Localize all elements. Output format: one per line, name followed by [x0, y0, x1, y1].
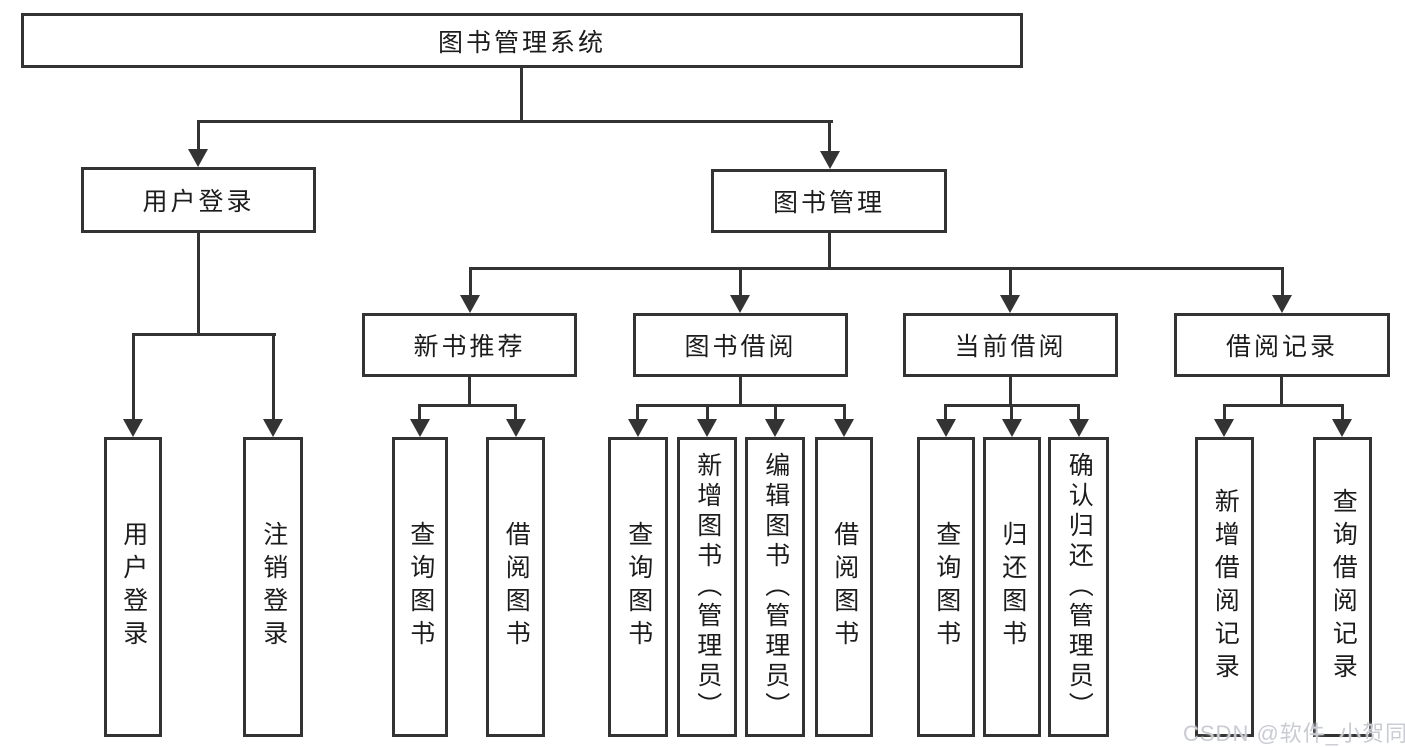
node-new-book-recommendation: 新书推荐	[362, 313, 577, 377]
connector	[520, 68, 523, 123]
arrow-down-icon	[820, 151, 840, 169]
node-query-books-borrow-label: 查询图书	[624, 521, 653, 653]
arrow-down-icon	[1214, 419, 1234, 437]
arrow-down-icon	[123, 419, 143, 437]
connector	[828, 120, 831, 154]
connector	[1223, 404, 1344, 407]
connector	[514, 404, 517, 421]
connector	[1223, 404, 1226, 421]
node-user-login-leaf: 用户登录	[104, 437, 162, 737]
connector	[706, 404, 709, 421]
arrow-down-icon	[936, 419, 956, 437]
node-return-books-label: 归还图书	[998, 521, 1027, 653]
watermark: CSDN @软件_小贺同学	[1183, 721, 1405, 746]
node-query-books-recommend: 查询图书	[392, 437, 448, 737]
node-book-borrowing-label: 图书借阅	[684, 333, 797, 361]
arrow-down-icon	[697, 419, 717, 437]
node-borrow-books-label: 借阅图书	[830, 521, 859, 653]
node-borrowing-records: 借阅记录	[1174, 313, 1390, 377]
connector	[1009, 267, 1012, 297]
arrow-down-icon	[460, 295, 480, 313]
connector	[828, 233, 831, 270]
node-add-borrow-record: 新增借阅记录	[1195, 437, 1254, 737]
node-query-books-borrow: 查询图书	[608, 437, 668, 737]
node-book-borrowing: 图书借阅	[633, 313, 848, 377]
node-edit-books-admin-label: 编辑图书（管理员）	[761, 452, 790, 722]
connector	[1281, 267, 1284, 297]
arrow-down-icon	[1272, 295, 1292, 313]
node-query-books-current: 查询图书	[917, 437, 975, 737]
arrow-down-icon	[1002, 419, 1022, 437]
arrow-down-icon	[765, 419, 785, 437]
node-query-borrow-record: 查询借阅记录	[1313, 437, 1372, 737]
node-library-system-label: 图书管理系统	[437, 28, 606, 57]
node-current-borrowing: 当前借阅	[903, 313, 1118, 377]
connector	[1009, 377, 1012, 407]
arrow-down-icon	[263, 419, 283, 437]
node-add-books-admin-label: 新增图书（管理员）	[693, 452, 722, 722]
node-user-login-label: 用户登录	[142, 188, 255, 216]
node-logout-label: 注销登录	[259, 521, 288, 653]
arrow-down-icon	[1000, 295, 1020, 313]
connector	[418, 404, 421, 421]
node-new-book-recommendation-label: 新书推荐	[413, 333, 526, 361]
connector	[739, 377, 742, 407]
arrow-down-icon	[1069, 419, 1089, 437]
arrow-down-icon	[188, 149, 208, 167]
node-book-management: 图书管理	[711, 169, 947, 233]
node-logout: 注销登录	[243, 437, 303, 737]
connector	[1077, 404, 1080, 421]
node-query-books-recommend-label: 查询图书	[406, 521, 435, 653]
connector	[272, 333, 275, 421]
connector	[1280, 377, 1283, 407]
node-query-borrow-record-label: 查询借阅记录	[1329, 488, 1358, 686]
connector	[636, 404, 846, 407]
connector	[774, 404, 777, 421]
node-add-borrow-record-label: 新增借阅记录	[1211, 488, 1240, 686]
node-user-login-leaf-label: 用户登录	[119, 521, 148, 653]
connector	[418, 404, 517, 407]
connector	[197, 233, 200, 336]
connector	[132, 333, 135, 421]
node-current-borrowing-label: 当前借阅	[954, 333, 1067, 361]
arrow-down-icon	[834, 419, 854, 437]
node-borrow-books: 借阅图书	[815, 437, 873, 737]
node-confirm-return-admin-label: 确认归还（管理员）	[1065, 452, 1094, 722]
connector	[843, 404, 846, 421]
connector	[1010, 404, 1013, 421]
node-book-management-label: 图书管理	[772, 189, 885, 217]
arrow-down-icon	[628, 419, 648, 437]
connector	[132, 333, 276, 336]
node-confirm-return-admin: 确认归还（管理员）	[1048, 437, 1109, 737]
node-query-books-current-label: 查询图书	[932, 521, 961, 653]
node-add-books-admin: 新增图书（管理员）	[677, 437, 737, 737]
arrow-down-icon	[506, 419, 526, 437]
arrow-down-icon	[1332, 419, 1352, 437]
node-return-books: 归还图书	[983, 437, 1041, 737]
arrow-down-icon	[730, 295, 750, 313]
node-edit-books-admin: 编辑图书（管理员）	[745, 437, 805, 737]
arrow-down-icon	[410, 419, 430, 437]
connector	[197, 120, 833, 123]
connector	[739, 267, 742, 297]
connector	[468, 377, 471, 407]
node-user-login: 用户登录	[81, 167, 316, 233]
node-library-system: 图书管理系统	[21, 13, 1023, 68]
node-borrow-books-recommend: 借阅图书	[486, 437, 545, 737]
connector	[469, 267, 472, 297]
connector	[197, 120, 200, 152]
node-borrowing-records-label: 借阅记录	[1225, 333, 1338, 361]
connector	[1341, 404, 1344, 421]
connector	[636, 404, 639, 421]
connector	[944, 404, 947, 421]
connector	[469, 267, 1284, 270]
node-borrow-books-recommend-label: 借阅图书	[502, 521, 531, 653]
